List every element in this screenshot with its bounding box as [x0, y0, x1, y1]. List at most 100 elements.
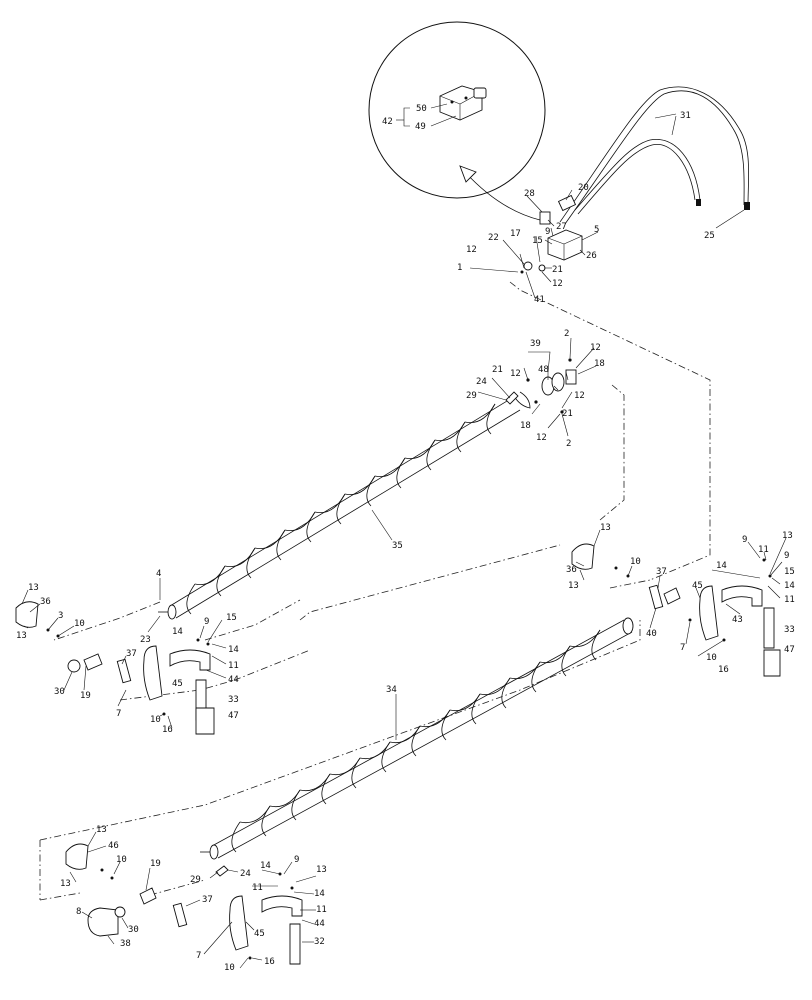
callout-9: 9: [545, 227, 550, 237]
callout-10: 10: [630, 557, 641, 567]
callout-13b: 13: [60, 879, 71, 889]
callout-12d: 12: [536, 433, 547, 443]
callout-34: 34: [386, 685, 397, 695]
callout-21: 21: [492, 365, 503, 375]
callout-22: 22: [488, 233, 499, 243]
callout-35: 35: [392, 541, 403, 551]
callout-19: 19: [80, 691, 91, 701]
callout-26: 26: [586, 251, 597, 261]
callout-2: 2: [564, 329, 569, 339]
callout-36: 36: [40, 597, 51, 607]
callout-13: 13: [600, 523, 611, 533]
callout-10: 10: [116, 855, 127, 865]
upper-auger: [158, 391, 531, 620]
callout-10b: 10: [224, 963, 235, 973]
callout-11: 11: [758, 545, 769, 555]
callout-16: 16: [162, 725, 173, 735]
callout-21b: 21: [562, 409, 573, 419]
callout-14: 14: [716, 561, 727, 571]
callout-30: 30: [128, 925, 139, 935]
callout-24: 24: [476, 377, 487, 387]
callout-45: 45: [254, 929, 265, 939]
callout-39: 39: [530, 339, 541, 349]
callout-48: 48: [538, 365, 549, 375]
callout-9: 9: [294, 855, 299, 865]
callout-3: 3: [58, 611, 63, 621]
callout-12b: 12: [510, 369, 521, 379]
callout-20: 20: [578, 183, 589, 193]
callout-29: 29: [466, 391, 477, 401]
callout-33: 33: [784, 625, 795, 635]
callout-14: 14: [260, 861, 271, 871]
callout-27: 27: [556, 222, 567, 232]
callout-11: 11: [252, 883, 263, 893]
callout-47: 47: [228, 711, 239, 721]
lower-auger: [200, 617, 634, 877]
callout-16: 16: [264, 957, 275, 967]
callout-1: 1: [457, 263, 462, 273]
callout-37: 37: [656, 567, 667, 577]
callout-21: 21: [552, 265, 563, 275]
left-lower-end: [65, 843, 303, 965]
callout-16: 16: [718, 665, 729, 675]
callout-5: 5: [594, 225, 599, 235]
callout-15: 15: [532, 236, 543, 246]
callout-10b: 10: [706, 653, 717, 663]
callout-33: 33: [228, 695, 239, 705]
callout-7: 7: [196, 951, 201, 961]
left-upper-end: [15, 601, 215, 735]
callout-13: 13: [96, 825, 107, 835]
callout-31: 31: [680, 111, 691, 121]
callout-41: 41: [534, 295, 545, 305]
callout-2b: 2: [566, 439, 571, 449]
callout-8: 8: [76, 907, 81, 917]
callout-29: 29: [190, 875, 201, 885]
callout-10: 10: [74, 619, 85, 629]
inset-detail: 50 42 49: [368, 21, 546, 221]
callout-45: 45: [692, 581, 703, 591]
callout-14b: 14: [784, 581, 795, 591]
callout-44: 44: [228, 675, 239, 685]
callout-37: 37: [126, 649, 137, 659]
callout-28: 28: [524, 189, 535, 199]
callout-15: 15: [226, 613, 237, 623]
callout-11b: 11: [784, 595, 795, 605]
right-upper-end: [571, 543, 781, 677]
callout-14: 14: [172, 627, 183, 637]
callout-40: 40: [646, 629, 657, 639]
callout-18b: 18: [520, 421, 531, 431]
callout-46: 46: [108, 841, 119, 851]
callout-11b: 11: [316, 905, 327, 915]
callout-15: 15: [784, 567, 795, 577]
callout-13b: 13: [16, 631, 27, 641]
callout-4: 4: [156, 569, 161, 579]
callout-10b: 10: [150, 715, 161, 725]
callout-9b: 9: [784, 551, 789, 561]
callout-32: 32: [314, 937, 325, 947]
callout-7: 7: [680, 643, 685, 653]
callout-11: 11: [228, 661, 239, 671]
callout-9: 9: [742, 535, 747, 545]
callout-12: 12: [466, 245, 477, 255]
callout-49: 49: [415, 122, 426, 132]
callout-13c: 13: [316, 865, 327, 875]
callout-38: 38: [120, 939, 131, 949]
callout-9: 9: [204, 617, 209, 627]
callout-12: 12: [590, 343, 601, 353]
phantom-lines: [39, 281, 711, 901]
callout-7: 7: [116, 709, 121, 719]
callout-12c: 12: [574, 391, 585, 401]
callout-42: 42: [382, 117, 393, 127]
callout-23: 23: [140, 635, 151, 645]
callout-30: 30: [54, 687, 65, 697]
callout-13b: 13: [568, 581, 579, 591]
callout-13: 13: [28, 583, 39, 593]
callout-47: 47: [784, 645, 795, 655]
callout-19: 19: [150, 859, 161, 869]
hydraulic-motor: [520, 194, 583, 274]
callout-45: 45: [172, 679, 183, 689]
callout-44: 44: [314, 919, 325, 929]
callout-43: 43: [732, 615, 743, 625]
valve-block-icon: [439, 85, 487, 121]
